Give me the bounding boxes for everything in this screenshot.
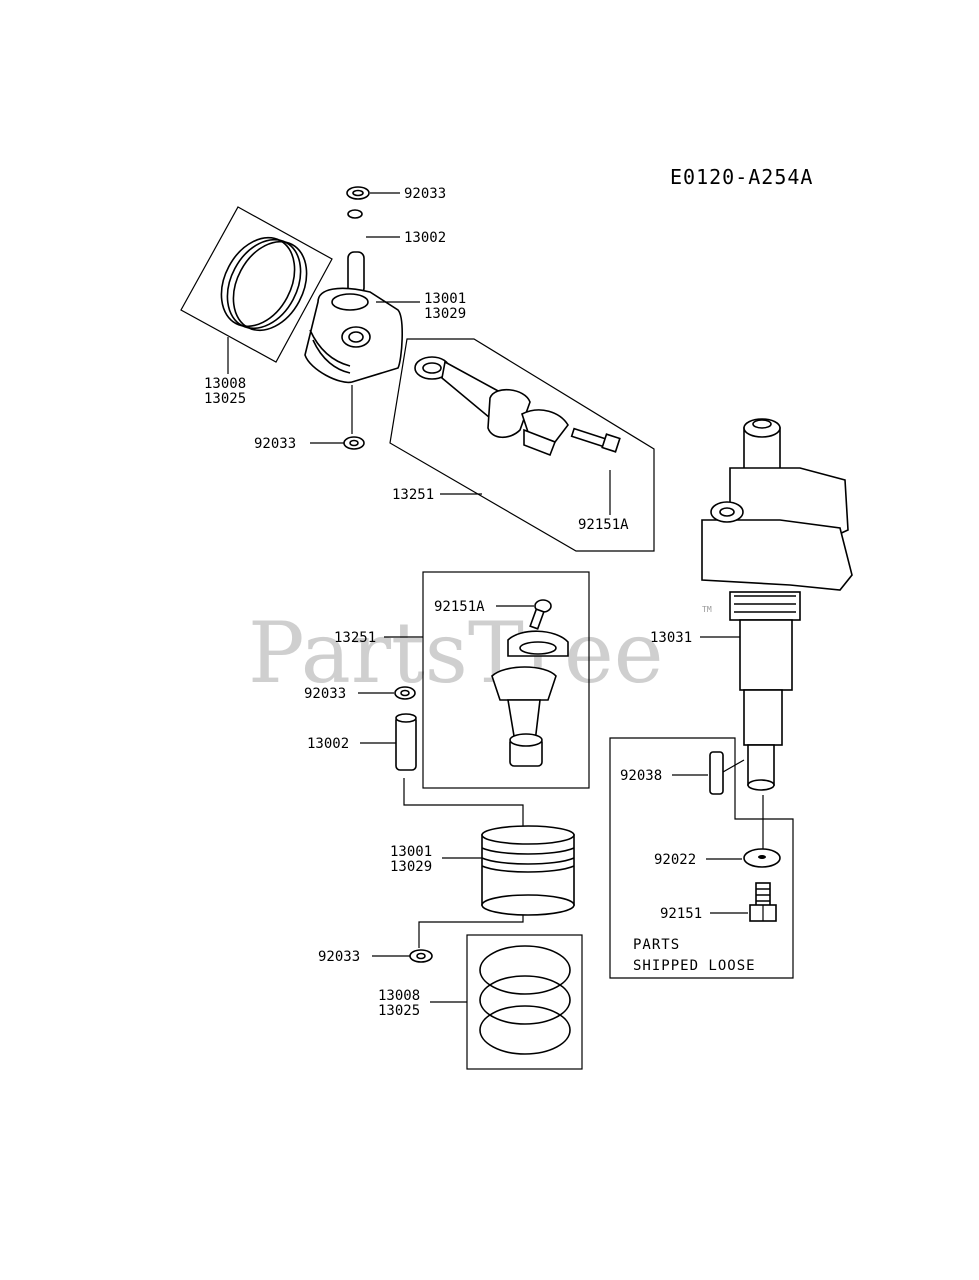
watermark: PartsTree xyxy=(248,604,663,702)
top-snap-ring-part xyxy=(346,186,370,219)
label-bottom-rod-bolt[interactable]: 92151A xyxy=(434,599,485,615)
watermark-tm: TM xyxy=(702,605,712,614)
top-rod-bolt-part xyxy=(570,427,621,453)
top-rod-part xyxy=(414,356,569,457)
crankshaft-part xyxy=(701,418,853,791)
bolt-part xyxy=(749,882,777,922)
bottom-pin-part xyxy=(395,713,417,771)
label-bottom-piston-2[interactable]: 13029 xyxy=(390,859,432,875)
label-bottom-lower-snap-ring[interactable]: 92033 xyxy=(318,949,360,965)
loose-note-line1: PARTS xyxy=(633,937,680,953)
top-rod-frame xyxy=(389,338,655,552)
bottom-rod-frame xyxy=(422,571,590,789)
label-top-lower-snap-ring[interactable]: 92033 xyxy=(254,436,296,452)
label-top-piston-2[interactable]: 13029 xyxy=(424,306,466,322)
loose-note-line2: SHIPPED LOOSE xyxy=(633,958,756,974)
label-bottom-rings-1[interactable]: 13008 xyxy=(378,988,420,1004)
label-top-rings-1[interactable]: 13008 xyxy=(204,376,246,392)
key-part xyxy=(709,751,724,795)
bottom-rings-part xyxy=(479,945,571,1055)
label-bottom-rings-2[interactable]: 13025 xyxy=(378,1003,420,1019)
top-pin-part xyxy=(347,251,365,295)
label-top-rod[interactable]: 13251 xyxy=(392,487,434,503)
bottom-rings-frame xyxy=(466,934,583,1070)
bottom-snap-ring-part xyxy=(394,686,416,700)
top-rings-frame xyxy=(180,206,333,363)
label-bolt[interactable]: 92151 xyxy=(660,906,702,922)
bottom-lower-snap-ring-part xyxy=(409,949,433,963)
label-top-snap-ring[interactable]: 92033 xyxy=(404,186,446,202)
top-lower-snap-ring-part xyxy=(343,436,365,450)
label-bottom-snap-ring[interactable]: 92033 xyxy=(304,686,346,702)
label-top-rod-bolt[interactable]: 92151A xyxy=(578,517,629,533)
label-bottom-piston-1[interactable]: 13001 xyxy=(390,844,432,860)
bottom-rod-part xyxy=(491,630,569,767)
label-bottom-pin[interactable]: 13002 xyxy=(307,736,349,752)
label-top-piston-1[interactable]: 13001 xyxy=(424,291,466,307)
label-crankshaft[interactable]: 13031 xyxy=(650,630,692,646)
label-top-pin[interactable]: 13002 xyxy=(404,230,446,246)
label-washer[interactable]: 92022 xyxy=(654,852,696,868)
bottom-rod-bolt-part xyxy=(529,599,552,630)
washer-part xyxy=(743,848,781,868)
top-piston-part xyxy=(304,287,403,384)
label-key[interactable]: 92038 xyxy=(620,768,662,784)
diagram-code: E0120-A254A xyxy=(670,165,813,189)
bottom-piston-part xyxy=(481,825,575,916)
label-bottom-rod[interactable]: 13251 xyxy=(334,630,376,646)
loose-parts-frame xyxy=(609,737,794,979)
label-top-rings-2[interactable]: 13025 xyxy=(204,391,246,407)
